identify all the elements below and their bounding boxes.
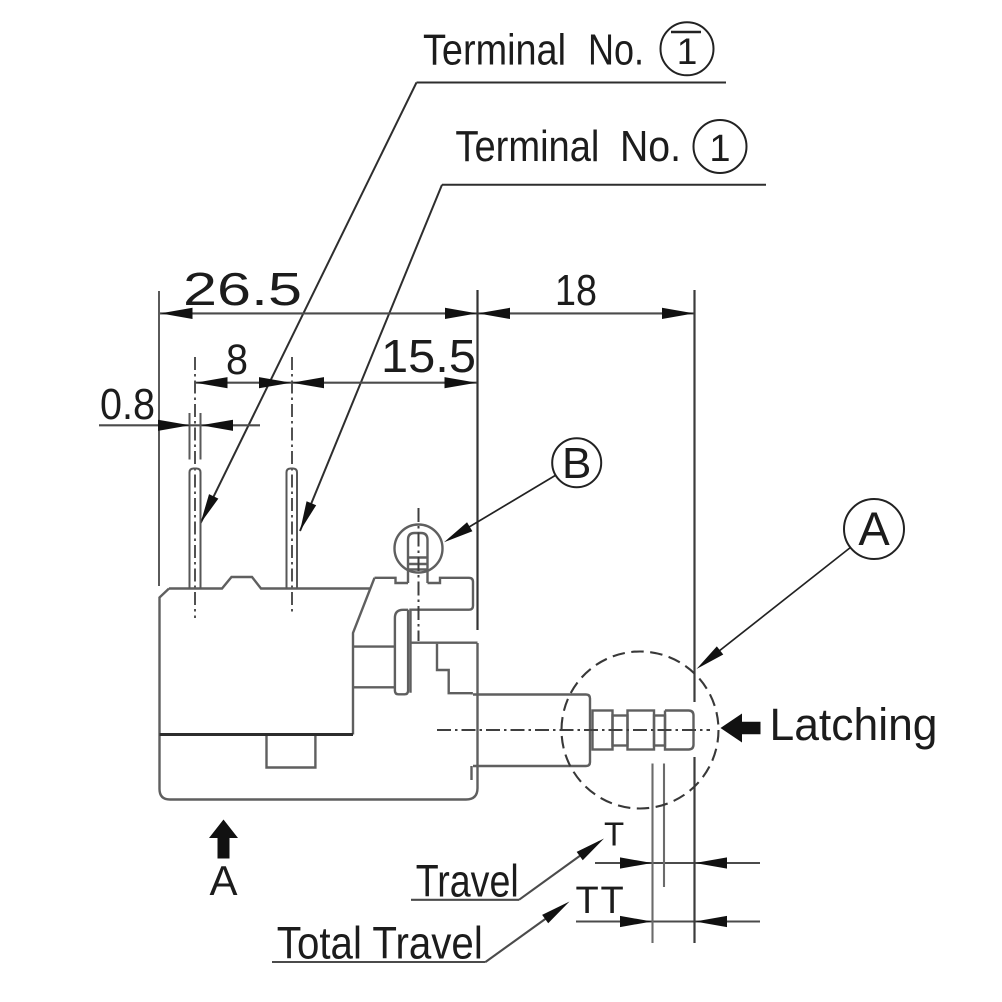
svg-text:Travel: Travel: [416, 856, 519, 907]
svg-text:0.8: 0.8: [100, 380, 155, 429]
svg-text:1: 1: [709, 128, 730, 170]
svg-text:18: 18: [555, 266, 597, 315]
svg-text:T: T: [576, 880, 599, 922]
svg-text:B: B: [562, 439, 591, 488]
svg-text:A: A: [209, 857, 237, 904]
svg-text:8: 8: [226, 336, 248, 384]
svg-text:No.: No.: [588, 26, 644, 75]
svg-text:15.5: 15.5: [381, 330, 476, 382]
svg-text:Terminal: Terminal: [455, 122, 599, 171]
svg-text:T: T: [604, 816, 624, 853]
svg-text:Terminal: Terminal: [423, 26, 566, 75]
svg-text:Latching: Latching: [770, 699, 938, 750]
svg-text:1: 1: [677, 31, 698, 72]
svg-text:No.: No.: [620, 122, 681, 171]
svg-text:T: T: [601, 880, 624, 922]
svg-text:26.5: 26.5: [183, 263, 302, 315]
svg-text:Total Travel: Total Travel: [277, 918, 483, 969]
svg-text:A: A: [858, 502, 890, 555]
